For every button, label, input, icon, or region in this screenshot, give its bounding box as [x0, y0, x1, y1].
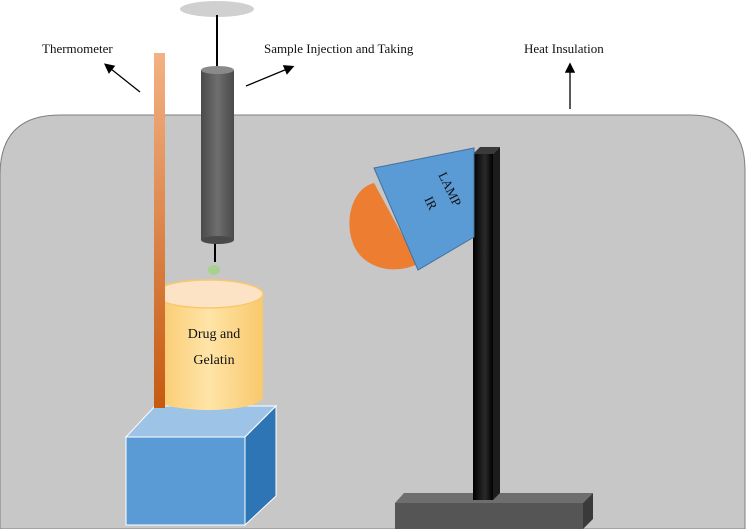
ir-lamp-head: [373, 147, 475, 271]
ir-lamp-bulb: [349, 183, 418, 270]
jar-label-line2: Gelatin: [193, 353, 234, 368]
jar-label-line1: Drug and: [188, 327, 241, 342]
lamp-stand-pole: [473, 147, 500, 500]
arrow-sample-injection: [245, 65, 295, 87]
label-sample-injection: Sample Injection and Taking: [264, 41, 414, 56]
drop: [208, 265, 220, 275]
lamp-label-line1: IR: [421, 194, 440, 213]
label-heat-insulation: Heat Insulation: [524, 41, 604, 56]
heat-insulation-enclosure: [0, 114, 746, 529]
arrow-thermometer: [103, 63, 141, 93]
support-block: [124, 404, 278, 527]
lamp-stand-base: [395, 493, 593, 529]
label-thermometer: Thermometer: [42, 41, 113, 56]
gelatin-container: [153, 279, 264, 411]
syringe: [201, 66, 234, 262]
plunger-disk: [180, 1, 254, 17]
thermometer: [154, 53, 165, 408]
